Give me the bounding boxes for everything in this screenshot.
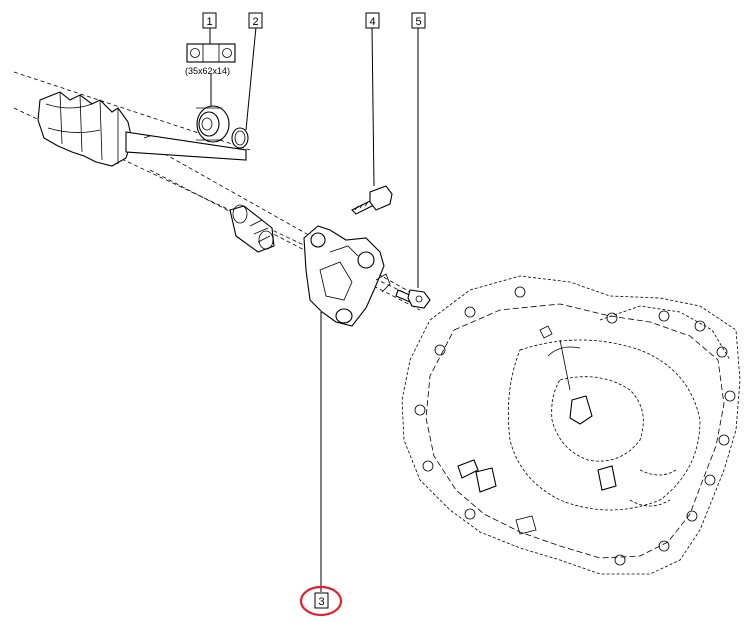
- callout-1-label: 1: [207, 16, 213, 28]
- callout-3-label: 3: [319, 596, 325, 608]
- callout-5[interactable]: 5: [411, 12, 426, 29]
- callout-5-label: 5: [416, 16, 422, 28]
- bearing-part: [196, 105, 230, 143]
- callout-4[interactable]: 4: [365, 12, 380, 29]
- highlight-circle: [299, 585, 343, 617]
- callout-4-label: 4: [370, 16, 376, 28]
- bearing-size-icon: [186, 43, 236, 63]
- bolt-part: [351, 185, 393, 215]
- leader-2: [245, 26, 257, 131]
- leader-4: [371, 26, 375, 187]
- callout-3[interactable]: 3: [314, 592, 329, 609]
- bearing-spec-label: (35x62x14): [185, 66, 230, 76]
- gearbox-housing: [401, 275, 741, 575]
- bracket-part: [303, 225, 391, 327]
- drive-shaft: [13, 71, 421, 311]
- circlip-part: [231, 127, 249, 149]
- callout-2[interactable]: 2: [248, 12, 263, 29]
- bolt-part-5: [395, 289, 431, 309]
- shaft-stub: [229, 204, 275, 253]
- callout-2-label: 2: [253, 16, 259, 28]
- callout-1[interactable]: 1: [202, 12, 217, 29]
